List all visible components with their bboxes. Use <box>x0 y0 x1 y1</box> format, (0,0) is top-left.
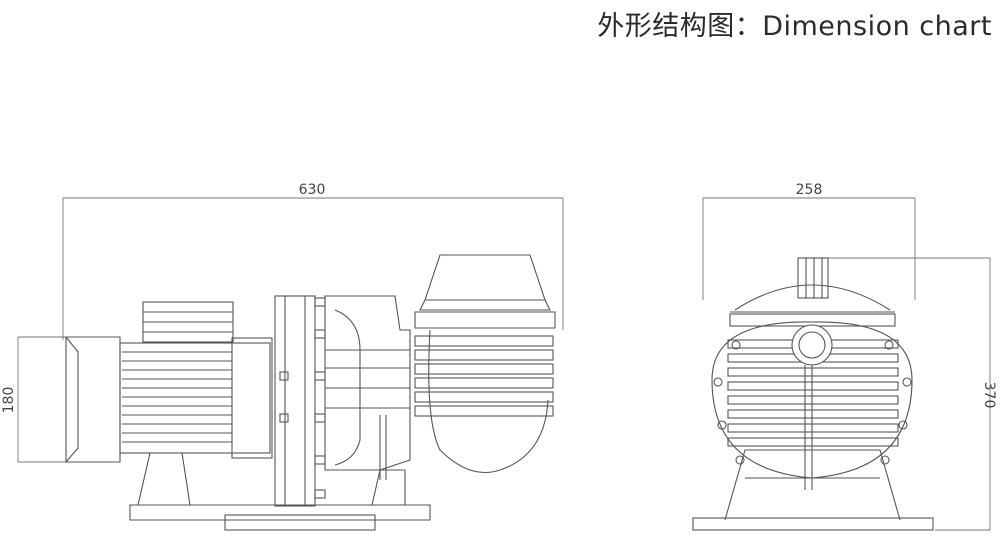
page-title: 外形结构图：Dimension chart <box>597 11 992 42</box>
side-height-label: 180 <box>1 387 17 414</box>
front-view-pump <box>692 197 991 531</box>
front-height-label: 370 <box>981 382 997 409</box>
front-width-label: 258 <box>796 182 823 198</box>
side-view-pump <box>17 197 564 531</box>
side-length-label: 630 <box>299 182 326 198</box>
